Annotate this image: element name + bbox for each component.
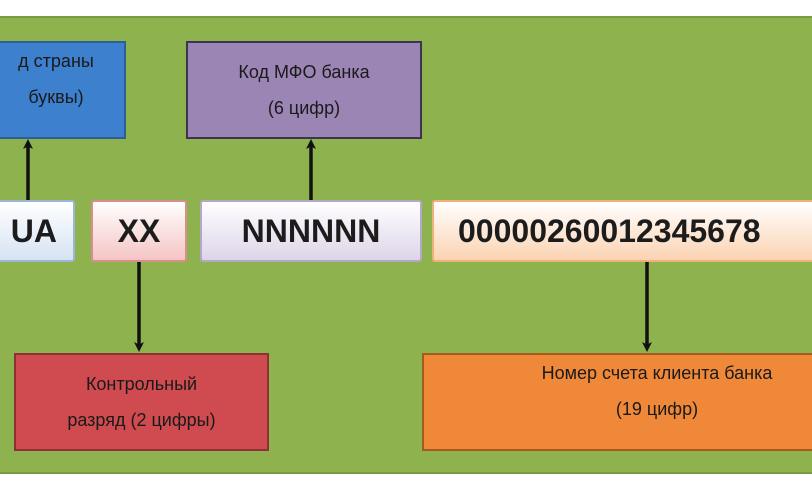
bank-mfo-value: NNNNNN (241, 212, 381, 249)
check-digits-label-line2: разряд (2 цифры) (67, 410, 216, 430)
account-number-box: Номер счета клиента банка (19 цифр) (422, 353, 812, 451)
country-code-value: UA (10, 212, 57, 249)
bank-mfo-label-line2: (6 цифр) (267, 98, 341, 118)
account-number-value: 00000260012345678 (458, 212, 761, 249)
country-code-label-line1: д страны (18, 51, 94, 71)
check-digits-label-line1: Контрольный (85, 374, 198, 394)
account-number-label-line2: (19 цифр) (615, 399, 699, 419)
check-digits-segment: XX (91, 200, 187, 262)
bank-mfo-label-line1: Код МФО банка (238, 62, 370, 82)
country-code-label-line2: буквы) (28, 87, 84, 107)
country-code-segment: UA (0, 200, 75, 262)
account-number-label-line1: Номер счета клиента банка (541, 363, 773, 383)
account-number-segment: 00000260012345678 (432, 200, 812, 262)
check-digits-box: Контрольный разряд (2 цифры) (14, 353, 269, 451)
check-digits-value: XX (117, 212, 161, 249)
country-code-box: д страны буквы) (0, 41, 126, 139)
bank-mfo-segment: NNNNNN (200, 200, 422, 262)
bank-mfo-box: Код МФО банка (6 цифр) (186, 41, 422, 139)
